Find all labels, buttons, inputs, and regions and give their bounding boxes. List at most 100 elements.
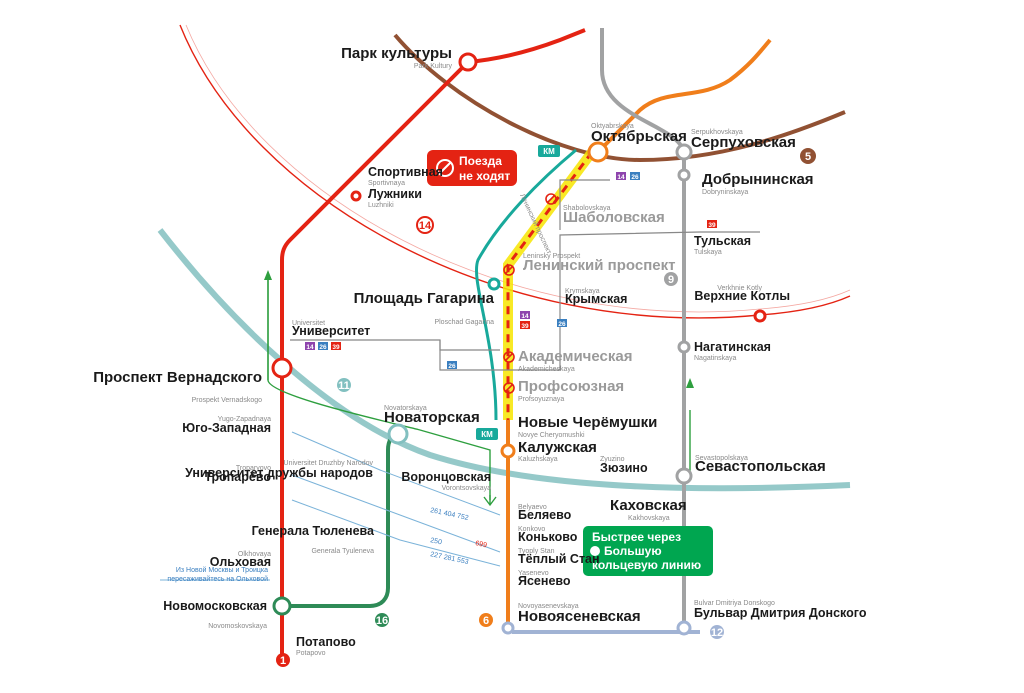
svg-text:Krymskaya: Krymskaya [565, 288, 600, 295]
station-serpukhovskaya: Серпуховская [691, 134, 796, 151]
line-16-badge: 16 [376, 615, 388, 627]
svg-text:26: 26 [448, 363, 456, 370]
bus-route-1: 261 404 752 [430, 507, 470, 522]
svg-text:14: 14 [617, 174, 625, 181]
svg-text:14: 14 [521, 313, 529, 320]
line-11 [157, 228, 851, 492]
bus-badges: 14 26 39 14 39 26 26 14 26 39 [305, 172, 717, 370]
line-9-badge: 9 [668, 274, 674, 286]
station-leninsky: Ленинский проспект [523, 257, 675, 274]
svg-text:Prospekt Vernadskogo: Prospekt Vernadskogo [192, 397, 263, 404]
svg-text:Novatorskaya: Novatorskaya [384, 405, 427, 412]
svg-text:Universitet Druzhby Narodov: Universitet Druzhby Narodov [284, 460, 374, 467]
station-novomoskovskaya: Новомосковская [163, 599, 267, 613]
line-11-badge: 11 [338, 380, 350, 392]
station-universitet: Университет [292, 324, 370, 338]
svg-text:Bulvar Dmitriya Donskogo: Bulvar Dmitriya Donskogo [694, 600, 775, 607]
station-krymskaya: Крымская [565, 292, 627, 306]
closure-notice: Поезда не ходят [427, 150, 517, 186]
station-vorontsovskaya: Воронцовская [401, 470, 491, 484]
svg-text:Novye Cheryomushki: Novye Cheryomushki [518, 432, 585, 439]
station-universitet-druzhby: Университет дружбы народов [185, 466, 373, 480]
notice-line1: Поезда [459, 154, 502, 168]
station-novye-cheryomushki: Новые Черёмушки [518, 414, 657, 431]
station-sevastopolskaya: Севастопольская [695, 458, 826, 475]
svg-text:26: 26 [558, 321, 566, 328]
station-kaluzhskaya: Калужская [518, 439, 597, 456]
svg-text:Park Kultury: Park Kultury [414, 63, 453, 70]
svg-text:Novomoskovskaya: Novomoskovskaya [208, 623, 267, 630]
km-badges: КМ КМ [476, 145, 560, 440]
promo-line3: кольцевую линию [592, 558, 701, 572]
shuttle-route-alt2 [483, 495, 497, 507]
svg-text:Potapovo: Potapovo [296, 650, 326, 657]
svg-text:39: 39 [332, 344, 340, 351]
line-1-badge: 1 [280, 655, 286, 667]
transfer-note-line1: Из Новой Москвы и Троицка [176, 566, 268, 574]
svg-text:Profsoyuznaya: Profsoyuznaya [518, 396, 564, 403]
svg-text:Leninsky Prospekt: Leninsky Prospekt [523, 253, 580, 260]
svg-text:Universitet: Universitet [292, 320, 325, 327]
transfer-note-line2: пересаживайтесь на Ольховой [167, 575, 268, 583]
svg-text:Novoyasenevskaya: Novoyasenevskaya [518, 603, 579, 610]
line-11-mini-badge [590, 546, 600, 556]
svg-text:14: 14 [306, 344, 314, 351]
bus-routes [290, 179, 760, 371]
station-novatorskaya: Новаторская [384, 409, 480, 426]
station-park-kultury: Парк культуры [341, 45, 452, 62]
station-troparyovo: Тропарёво [204, 470, 271, 484]
svg-text:Akademicheskaya: Akademicheskaya [518, 366, 575, 373]
svg-text:Shabolovskaya: Shabolovskaya [563, 205, 611, 212]
line-5-badge: 5 [805, 151, 811, 163]
svg-text:Luzhniki: Luzhniki [368, 202, 394, 209]
svg-text:Tyoply Stan: Tyoply Stan [518, 548, 555, 555]
station-yasenevo: Ясенево [518, 574, 571, 588]
svg-text:Sevastopolskaya: Sevastopolskaya [695, 455, 748, 462]
svg-text:39: 39 [708, 222, 716, 229]
svg-text:Nagatinskaya: Nagatinskaya [694, 355, 737, 362]
station-ploshchad-gagarina: Площадь Гагарина [354, 290, 495, 307]
km-badge-south: КМ [481, 430, 493, 439]
station-yugo-zapadnaya: Юго-Западная [182, 421, 271, 435]
station-kakhovskaya: Каховская [610, 497, 687, 514]
shuttle-route-alt [267, 280, 491, 500]
no-entry-icon [438, 161, 452, 175]
station-tulskaya: Тульская [694, 234, 751, 248]
promo-line1: Быстрее через [592, 530, 681, 544]
station-akademicheskaya: Академическая [518, 348, 632, 365]
svg-text:Dobryninskaya: Dobryninskaya [702, 189, 748, 196]
svg-text:Serpukhovskaya: Serpukhovskaya [691, 129, 743, 136]
svg-text:Tulskaya: Tulskaya [694, 249, 722, 256]
line-14-mck [179, 24, 851, 319]
svg-text:Yugo-Zapadnaya: Yugo-Zapadnaya [218, 416, 271, 423]
closed-station-icons [503, 193, 557, 394]
station-novoyasenevskaya: Новоясеневская [518, 608, 641, 625]
svg-text:Generala Tyuleneva: Generala Tyuleneva [311, 548, 374, 555]
bus-route-2: 250 [430, 537, 443, 546]
svg-text:Verkhnie Kotly: Verkhnie Kotly [717, 285, 762, 292]
bus-route-3: 699 [475, 540, 488, 549]
svg-text:Troparyovo: Troparyovo [236, 465, 271, 472]
station-profsoyuznaya: Профсоюзная [518, 378, 624, 395]
notice-line2: не ходят [459, 169, 510, 183]
station-tyoply-stan: Тёплый Стан [518, 552, 600, 566]
station-prospekt-vernadskogo: Проспект Вернадского [93, 369, 262, 386]
station-potapovo: Потапово [296, 635, 356, 649]
arrow-up-icon [686, 378, 694, 388]
station-sportivnaya: Спортивная [368, 165, 443, 179]
station-generala-tyuleneva: Генерала Тюленева [252, 524, 375, 538]
line-12-badge: 12 [711, 627, 723, 639]
svg-text:Vorontsovskaya: Vorontsovskaya [442, 485, 492, 492]
station-olkhovaya: Ольховая [210, 555, 271, 569]
station-belyaevo: Беляево [518, 508, 572, 522]
station-verkhnie-kotly: Верхние Котлы [694, 289, 790, 303]
svg-text:Kakhovskaya: Kakhovskaya [628, 515, 670, 522]
svg-text:26: 26 [319, 344, 327, 351]
svg-text:Yasenevo: Yasenevo [518, 570, 549, 577]
svg-text:26: 26 [631, 174, 639, 181]
station-luzhniki: Лужники [368, 187, 422, 201]
station-nagatinskaya: Нагатинская [694, 340, 771, 354]
promo-box: Быстрее через Большую кольцевую линию [583, 526, 713, 576]
station-nodes [271, 52, 767, 636]
